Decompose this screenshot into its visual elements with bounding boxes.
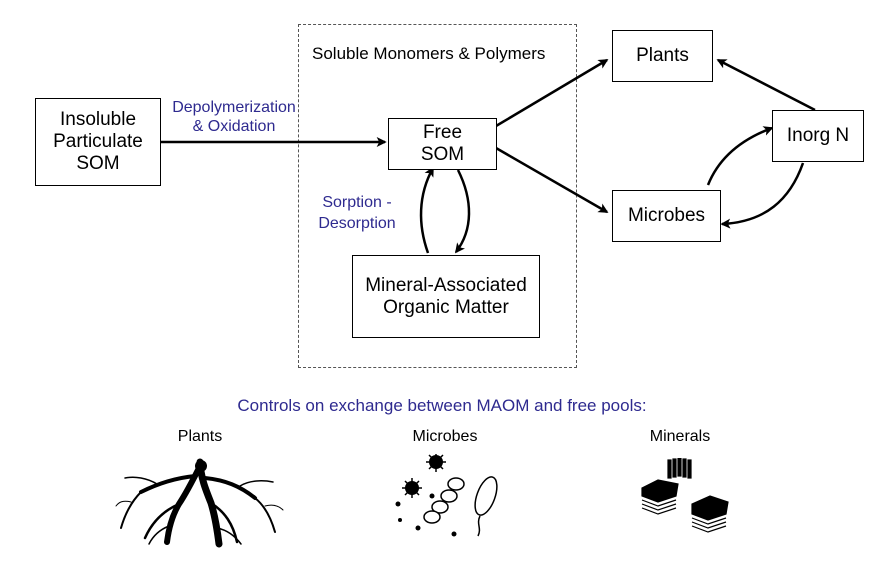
microbes-box: Microbes: [612, 190, 721, 242]
microbes-icon: [395, 454, 498, 537]
arrow-free-to-plants: [495, 58, 609, 128]
depolymerization-label: Depolymerization & Oxidation: [172, 99, 296, 136]
arrow-inorg-to-microbes: [720, 162, 805, 229]
insoluble-som-box: Insoluble Particulate SOM: [35, 98, 161, 186]
microbes-label: Microbes: [627, 205, 706, 227]
controls-title: Controls on exchange between MAOM and fr…: [237, 396, 647, 415]
control-label-minerals: Minerals: [649, 428, 711, 445]
free-som-box: Free SOM: [388, 118, 497, 170]
soluble-pool-label: Soluble Monomers & Polymers: [312, 44, 546, 63]
minerals-icon: [641, 458, 729, 533]
control-label-plants: Plants: [177, 428, 223, 445]
arrow-free-to-microbes: [495, 146, 609, 214]
insoluble-som-label: Insoluble Particulate SOM: [53, 109, 143, 174]
plants-label: Plants: [636, 45, 689, 67]
maom-box: Mineral-Associated Organic Matter: [352, 255, 540, 338]
maom-label: Mineral-Associated Organic Matter: [365, 274, 527, 318]
inorg-n-box: Inorg N: [772, 110, 864, 162]
plant-roots-icon: [115, 458, 284, 548]
arrow-microbes-to-inorg: [706, 126, 774, 186]
arrow-sorption: [454, 169, 471, 254]
control-label-microbes: Microbes: [412, 428, 478, 445]
plants-box: Plants: [612, 30, 713, 82]
arrow-inorg-to-plants: [716, 58, 816, 112]
free-som-label: Free SOM: [420, 122, 465, 165]
arrow-desorption: [419, 166, 435, 254]
soluble-pool-region: [298, 24, 577, 368]
sorption-label: Sorption - Desorption: [318, 194, 396, 232]
inorg-n-label: Inorg N: [786, 125, 850, 147]
